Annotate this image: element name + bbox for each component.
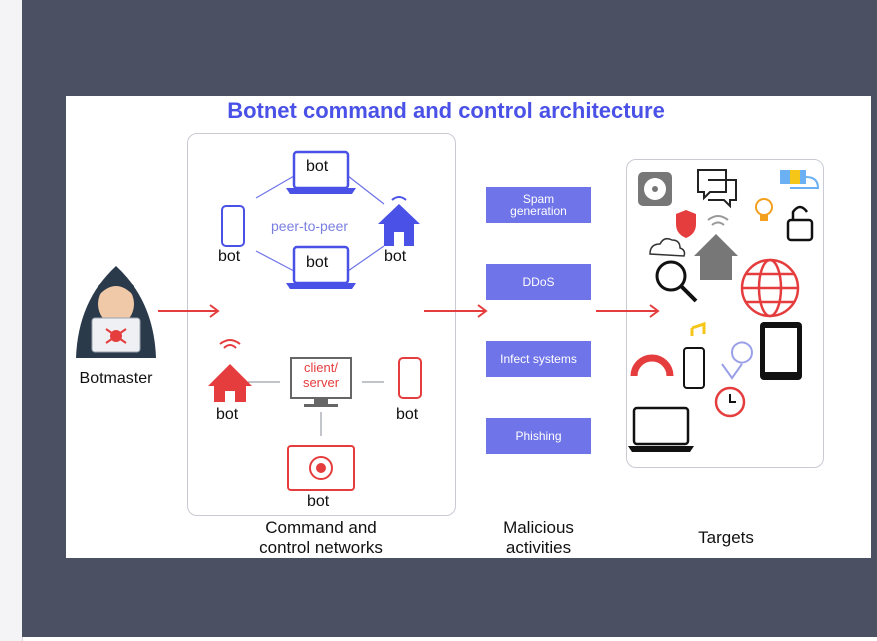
fan-icon bbox=[638, 172, 672, 206]
laptop-icon bbox=[286, 245, 356, 289]
diagram-card: Botnet command and control architecture bbox=[66, 96, 871, 558]
phone-icon bbox=[683, 347, 705, 389]
botmaster-label: Botmaster bbox=[79, 370, 153, 387]
p2p-bot-top: bot bbox=[306, 158, 329, 175]
activity-phishing: Phishing bbox=[486, 418, 591, 454]
p2p-bot-bottom: bot bbox=[306, 254, 329, 271]
cs-links bbox=[248, 381, 384, 436]
location-pin-icon bbox=[721, 341, 753, 380]
music-note-icon bbox=[690, 321, 706, 336]
gauge-icon bbox=[630, 354, 674, 377]
p2p-bot-right: bot bbox=[384, 248, 407, 265]
activity-ddos: DDoS bbox=[486, 264, 591, 300]
clock-icon bbox=[714, 386, 746, 418]
p2p-label: peer-to-peer bbox=[271, 218, 349, 234]
house-icon bbox=[694, 234, 738, 280]
malicious-caption: Malicious activities bbox=[503, 518, 574, 557]
lock-icon bbox=[786, 205, 814, 242]
activity-spam: Spam generation bbox=[486, 187, 591, 223]
record-device-icon bbox=[287, 445, 355, 491]
phone-icon bbox=[398, 357, 422, 399]
targets-caption: Targets bbox=[698, 528, 754, 547]
flow-arrows bbox=[158, 304, 660, 318]
lightbulb-icon bbox=[755, 198, 773, 221]
hacker-icon bbox=[76, 266, 156, 358]
cs-bot-left: bot bbox=[216, 406, 239, 423]
client-server-label: client/ server bbox=[302, 360, 340, 390]
server-monitor-icon bbox=[290, 357, 352, 407]
tablet-icon bbox=[760, 322, 802, 380]
left-edge bbox=[0, 0, 23, 641]
house-icon bbox=[208, 339, 252, 402]
cc-caption: Command and control networks bbox=[259, 518, 383, 557]
diagram-title: Botnet command and control architecture bbox=[227, 98, 665, 123]
p2p-links bbox=[255, 175, 385, 272]
wifi-icon bbox=[707, 215, 729, 226]
cloud-icon bbox=[649, 237, 686, 257]
p2p-bot-left: bot bbox=[218, 248, 241, 265]
activity-infect: Infect systems bbox=[486, 341, 591, 377]
battery-icon bbox=[780, 170, 820, 189]
phone-icon bbox=[221, 205, 245, 247]
cs-bot-bottom: bot bbox=[307, 493, 330, 510]
house-icon bbox=[378, 196, 420, 246]
laptop-icon bbox=[628, 406, 694, 452]
search-icon bbox=[655, 260, 698, 303]
chat-icon bbox=[697, 169, 737, 209]
cs-bot-right: bot bbox=[396, 406, 419, 423]
diagram-graphics bbox=[76, 150, 820, 491]
globe-icon bbox=[740, 258, 800, 318]
laptop-icon bbox=[286, 150, 356, 194]
shield-icon bbox=[676, 210, 696, 238]
